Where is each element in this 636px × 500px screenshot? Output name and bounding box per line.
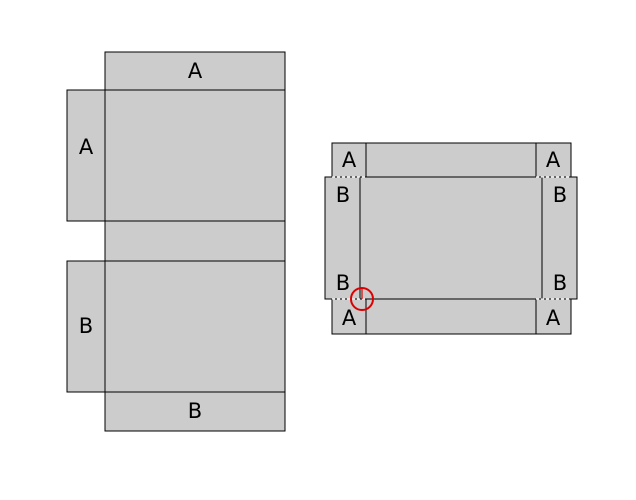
flat-net: A A B B: [66, 51, 286, 432]
box-corner-top-right-label: A: [546, 148, 561, 172]
box-side-left-lower-label: B: [336, 271, 350, 295]
net-middle-strip: [104, 220, 286, 262]
net-bottom-flap-label: B: [188, 399, 202, 423]
box-side-left-upper-label: B: [336, 183, 350, 207]
box-center-panel: [359, 176, 543, 300]
box-top-strip: [365, 142, 537, 178]
box-corner-top-right: [535, 142, 572, 178]
net-left-flap-lower: [66, 260, 106, 393]
box-corner-bottom-left: [331, 298, 367, 335]
net-left-flap-upper: [66, 89, 106, 222]
net-bottom-flap: [104, 391, 286, 432]
net-top-flap: [104, 51, 286, 91]
net-left-flap-lower-label: B: [79, 314, 93, 338]
net-upper-panel: [104, 89, 286, 222]
folded-box: A A B B B B A A: [324, 142, 578, 335]
box-corner-bottom-right: [535, 298, 572, 335]
box-corner-bottom-right-label: A: [546, 306, 561, 330]
box-side-right-upper-label: B: [553, 183, 567, 207]
box-side-right: [541, 176, 578, 300]
net-left-flap-upper-label: A: [79, 135, 94, 159]
net-lower-panel: [104, 260, 286, 393]
net-top-flap-label: A: [188, 59, 203, 83]
box-corner-bottom-left-label: A: [342, 306, 357, 330]
box-corner-top-left-label: A: [342, 148, 357, 172]
box-side-right-lower-label: B: [553, 271, 567, 295]
circle-marker-icon: [350, 287, 374, 311]
box-bottom-strip: [365, 298, 537, 335]
